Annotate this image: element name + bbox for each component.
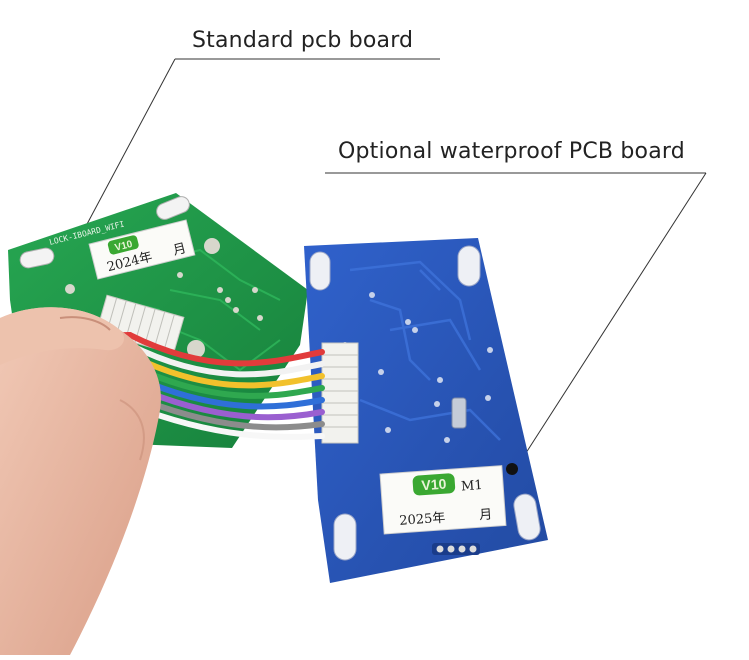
blue-board-label: V10 M1 2025年 月 bbox=[379, 465, 507, 535]
mounting-slot bbox=[457, 245, 481, 287]
blue-board-connector bbox=[321, 342, 359, 444]
date-label: 2025年 bbox=[399, 511, 446, 529]
callout-standard-line bbox=[85, 58, 440, 227]
pcb-pads bbox=[65, 238, 263, 358]
mounting-slot bbox=[19, 247, 55, 269]
hand bbox=[0, 307, 161, 655]
callout-waterproof-line bbox=[325, 172, 707, 471]
blue-pcb-board: V10 M1 2025年 月 bbox=[304, 238, 548, 583]
mounting-slot bbox=[156, 196, 190, 220]
callout-waterproof-pcb: Optional waterproof PCB board bbox=[338, 139, 685, 164]
version-badge bbox=[107, 235, 139, 255]
model-suffix: M1 bbox=[461, 478, 484, 494]
mounting-slot bbox=[333, 513, 357, 561]
sensor-dot bbox=[506, 463, 518, 475]
version-badge-text: V10 bbox=[421, 476, 447, 494]
crystal-component bbox=[451, 397, 467, 429]
callout-standard-pcb: Standard pcb board bbox=[192, 28, 414, 53]
green-board-label: V10 2024年 月 bbox=[88, 219, 196, 280]
version-badge bbox=[412, 473, 456, 496]
month-label: 月 bbox=[479, 507, 493, 523]
version-badge-text: V10 bbox=[114, 239, 134, 254]
pcb-traces bbox=[349, 260, 501, 441]
mounting-slot bbox=[513, 493, 541, 541]
mounting-slot bbox=[309, 251, 331, 291]
pin-header bbox=[432, 543, 480, 555]
month-label: 月 bbox=[172, 241, 188, 259]
